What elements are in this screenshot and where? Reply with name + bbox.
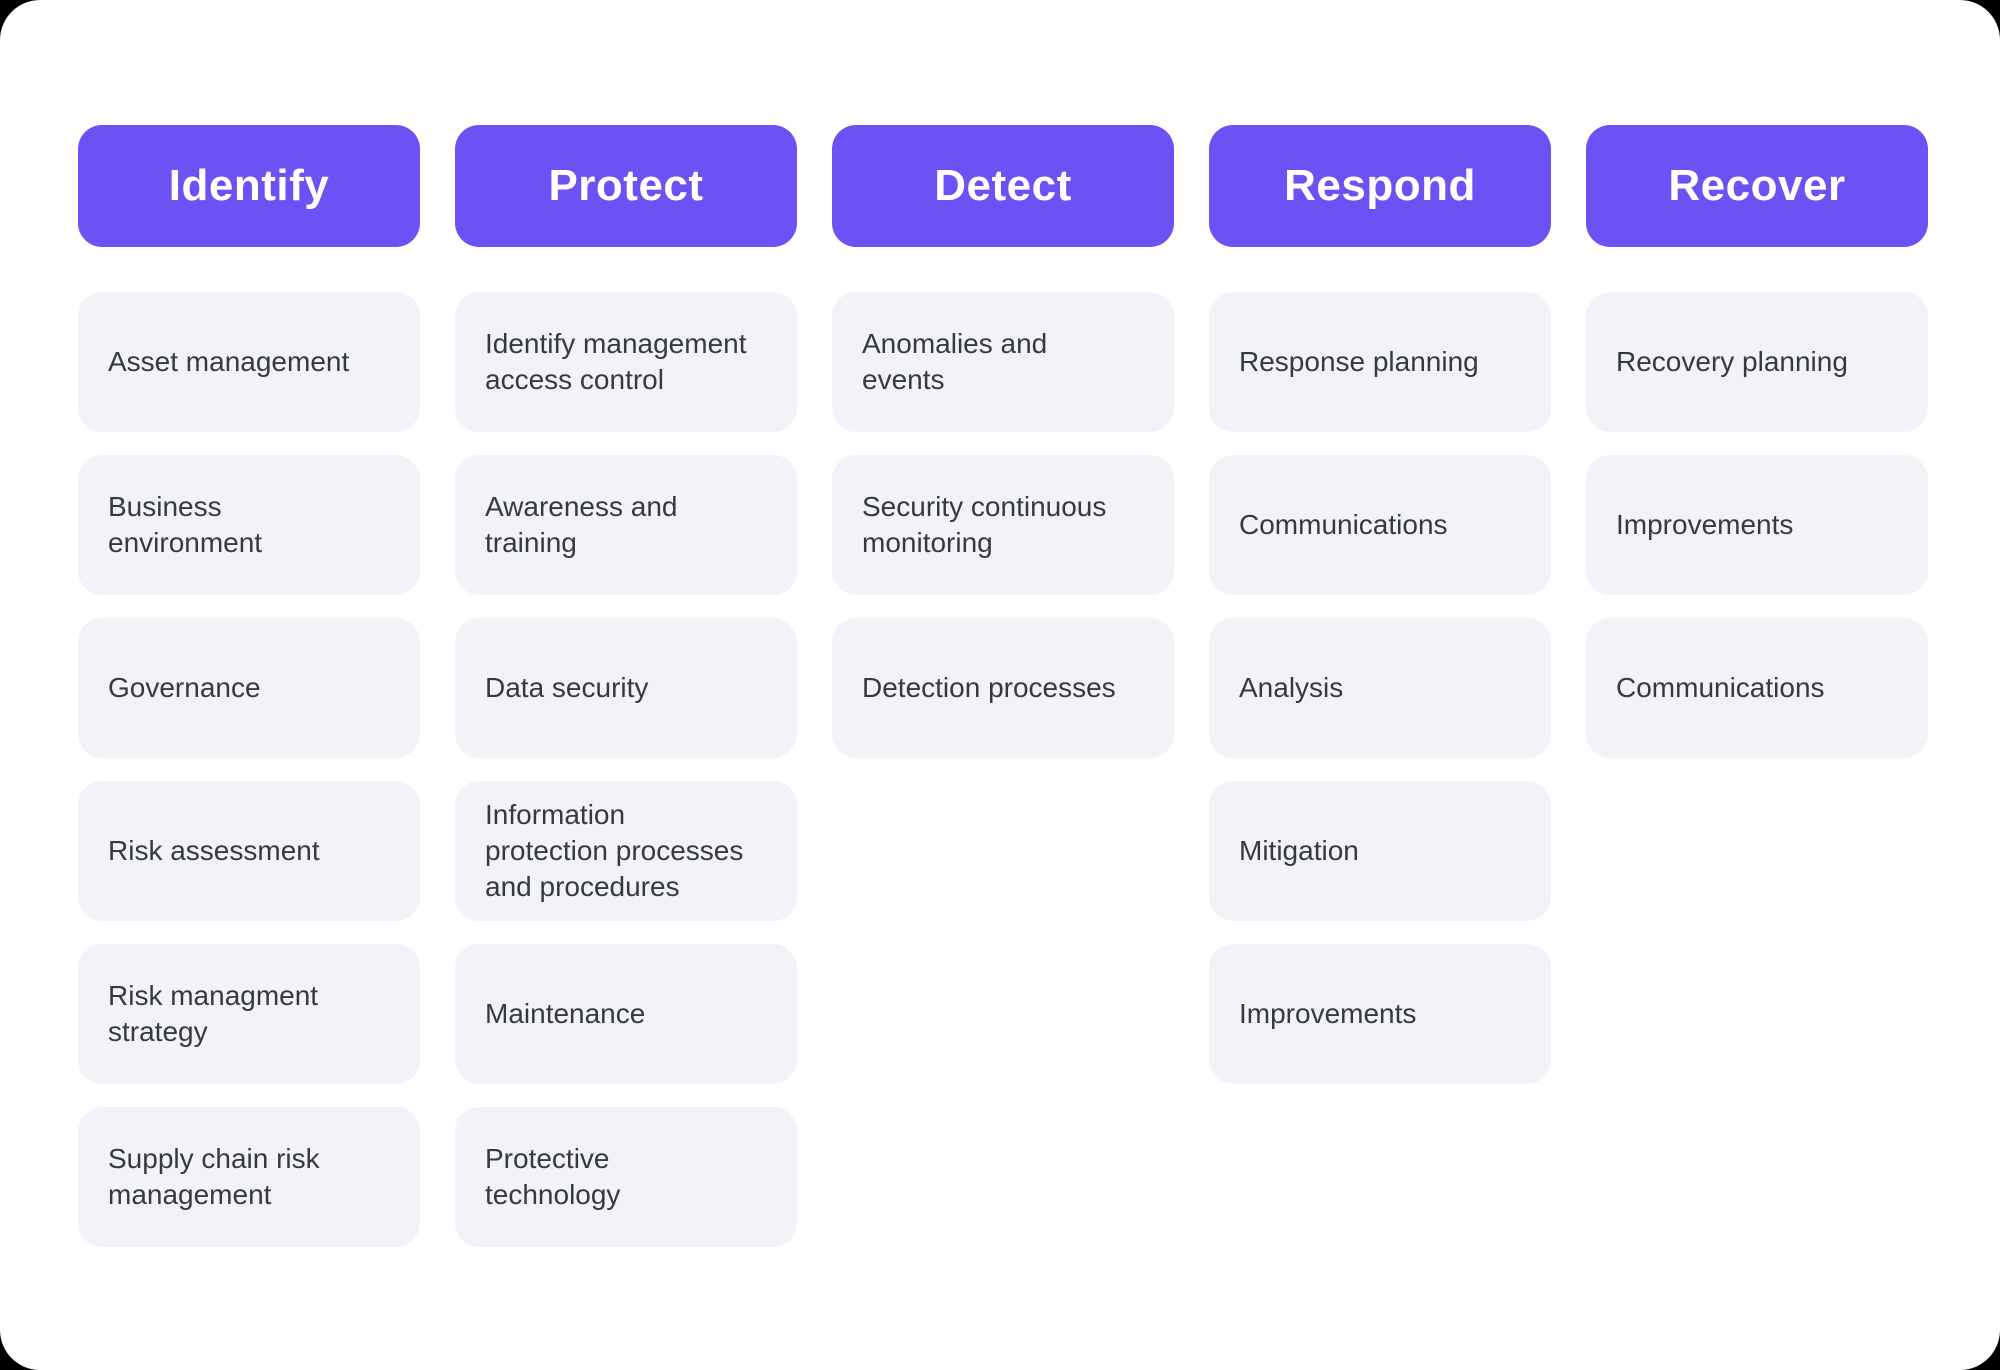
column-protect: Protect Identify management access contr… (455, 125, 797, 1270)
card-label: Identify management access control (485, 328, 747, 395)
category-card: Recovery planning (1586, 292, 1928, 432)
category-card: Data security (455, 618, 797, 758)
card-label: Risk assessment (108, 835, 320, 866)
column-header-respond: Respond (1209, 125, 1551, 247)
card-label: Analysis (1239, 672, 1344, 703)
card-label: Business environment (108, 491, 263, 558)
column-header-identify: Identify (78, 125, 420, 247)
column-detect: Detect Anomalies and events Security con… (832, 125, 1174, 1270)
category-card: Risk assessment (78, 781, 420, 921)
category-card: Response planning (1209, 292, 1551, 432)
card-label: Asset management (108, 346, 350, 377)
category-card: Maintenance (455, 944, 797, 1084)
card-label: Governance (108, 672, 261, 703)
card-label: Anomalies and events (862, 328, 1048, 395)
column-header-detect: Detect (832, 125, 1174, 247)
category-card: Awareness and training (455, 455, 797, 595)
column-header-protect: Protect (455, 125, 797, 247)
category-card: Governance (78, 618, 420, 758)
category-card: Business environment (78, 455, 420, 595)
card-label: Data security (485, 672, 649, 703)
category-card: Improvements (1209, 944, 1551, 1084)
card-label: Improvements (1239, 998, 1417, 1029)
column-respond: Respond Response planning Communications… (1209, 125, 1551, 1270)
category-card: Analysis (1209, 618, 1551, 758)
card-label: Awareness and training (485, 491, 678, 558)
framework-grid: Identify Asset management Business envir… (78, 125, 1928, 1270)
category-card: Protective technology (455, 1107, 797, 1247)
column-identify: Identify Asset management Business envir… (78, 125, 420, 1270)
card-label: Improvements (1616, 509, 1794, 540)
category-card: Asset management (78, 292, 420, 432)
category-card: Mitigation (1209, 781, 1551, 921)
card-label: Security continuous monitoring (862, 491, 1107, 558)
card-label: Risk managment strategy (108, 980, 319, 1047)
card-label: Protective technology (485, 1143, 621, 1210)
card-label: Information protection processes and pro… (485, 799, 744, 902)
category-card: Communications (1586, 618, 1928, 758)
category-card: Improvements (1586, 455, 1928, 595)
card-label: Response planning (1239, 346, 1479, 377)
category-card: Security continuous monitoring (832, 455, 1174, 595)
category-card: Detection processes (832, 618, 1174, 758)
card-label: Supply chain risk management (108, 1143, 320, 1210)
column-recover: Recover Recovery planning Improvements C… (1586, 125, 1928, 1270)
card-label: Communications (1616, 672, 1825, 703)
card-label: Recovery planning (1616, 346, 1848, 377)
category-card: Anomalies and events (832, 292, 1174, 432)
category-card: Identify management access control (455, 292, 797, 432)
card-label: Maintenance (485, 998, 646, 1029)
category-card: Information protection processes and pro… (455, 781, 797, 921)
category-card: Risk managment strategy (78, 944, 420, 1084)
card-label: Detection processes (862, 672, 1116, 703)
card-label: Communications (1239, 509, 1448, 540)
card-label: Mitigation (1239, 835, 1359, 866)
column-header-recover: Recover (1586, 125, 1928, 247)
category-card: Communications (1209, 455, 1551, 595)
category-card: Supply chain risk management (78, 1107, 420, 1247)
